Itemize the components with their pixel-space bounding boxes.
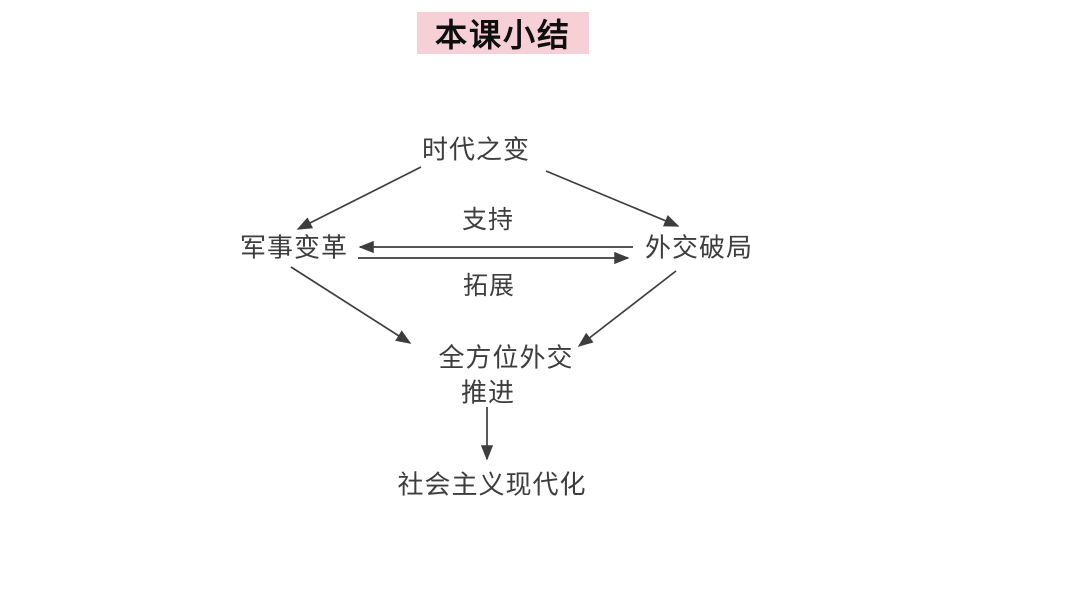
edge-label-expand: 拓展	[462, 271, 516, 300]
arrow-top-to-right	[545, 170, 680, 227]
edge-label-support: 支持	[461, 205, 515, 234]
page-title: 本课小结	[417, 12, 589, 54]
arrow-right-to-center	[577, 270, 677, 347]
node-all-round-diplomacy: 全方位外交	[438, 343, 574, 374]
node-diplomatic-breakthrough: 外交破局	[644, 233, 754, 264]
node-advance: 推进	[460, 378, 516, 409]
arrow-top-to-left	[296, 166, 422, 230]
node-socialist-modernization: 社会主义现代化	[397, 470, 587, 501]
arrow-left-to-center	[290, 266, 412, 344]
node-era-change: 时代之变	[421, 135, 531, 166]
node-military-reform: 军事变革	[239, 233, 349, 264]
